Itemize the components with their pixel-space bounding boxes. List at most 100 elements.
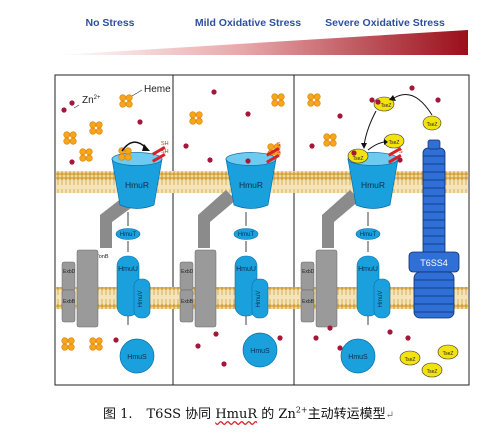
tonb-stem	[76, 249, 99, 328]
recycle-arrowhead	[384, 139, 388, 145]
hmur-label: HmuR	[239, 180, 263, 190]
sh-thiol-1	[151, 146, 166, 156]
hmur-barrel-top	[225, 152, 277, 166]
heme-molecule	[79, 148, 93, 162]
exbd-protein	[300, 261, 315, 291]
stress-gradient-wedge	[58, 30, 468, 55]
t6ss4-tip	[427, 139, 441, 150]
zinc-ion	[245, 111, 251, 117]
t6ss4-sheath-rings	[423, 155, 445, 245]
hmuu-label: HmuU	[118, 266, 138, 273]
zinc-ion	[69, 100, 75, 106]
stage-label-no-stress: No Stress	[85, 17, 134, 29]
tsez-effector	[422, 115, 442, 131]
rotation-arrowhead	[142, 144, 150, 151]
hmus-label: HmuS	[348, 354, 368, 361]
tonb-stem	[194, 249, 217, 328]
zinc-ion	[313, 335, 319, 341]
figure-number: 图 1.	[102, 407, 133, 422]
tonb-arm	[198, 190, 236, 248]
tsez-label: TseZ	[381, 103, 392, 109]
stage-label-severe: Severe Oxidative Stress	[325, 17, 445, 29]
caption-charge: 2+	[295, 405, 308, 415]
zinc-ion	[207, 157, 213, 163]
hmut-label: HmuT	[360, 232, 377, 238]
tsez-effector	[421, 362, 443, 378]
zinc-ion	[327, 325, 333, 331]
tsez-label: TseZ	[427, 122, 438, 128]
heme-molecule	[323, 133, 337, 147]
tsez-effector	[437, 344, 459, 360]
figure-caption: 图 1.T6SS 协同 HmuR 的 Zn2+主动转运模型↵	[0, 403, 497, 425]
recycle-arrow	[367, 141, 387, 151]
heme-molecule	[63, 131, 77, 145]
tsez-label: TseZ	[405, 357, 416, 363]
exbd-label: ExbD	[302, 269, 315, 275]
s-label-2: S	[277, 149, 281, 155]
zinc-ion	[405, 335, 411, 341]
heme-molecule	[119, 94, 133, 108]
panel-severe-stress: TonB ExbD ExbB HmuR S S TseZ HmuT HmuU H…	[300, 85, 460, 378]
tonb-stem	[315, 249, 338, 328]
s-label-1: S	[277, 142, 281, 148]
zinc-capture-arrowhead	[361, 143, 367, 149]
zinc-ion	[337, 113, 343, 119]
hmus-protein	[119, 338, 155, 374]
exbb-label: ExbB	[63, 299, 76, 305]
tsez-label: TseZ	[443, 351, 454, 357]
zinc-capture-arrow	[363, 110, 377, 147]
zinc-ion	[221, 361, 227, 367]
zinc-ion	[195, 343, 201, 349]
tonb-label: TonB	[96, 254, 109, 260]
sh-thiol-2	[151, 153, 166, 163]
heme-molecule	[189, 111, 203, 125]
hmur-label: HmuR	[125, 180, 149, 190]
heme-molecule	[271, 93, 285, 107]
caption-hmur: HmuR	[215, 407, 258, 422]
tsez-label: TseZ	[427, 369, 438, 375]
panel-no-stress: Zn2+ Heme TonB ExbD ExbB HmuR SH SH	[61, 84, 171, 374]
exbd-protein	[179, 261, 194, 291]
zinc-ion	[69, 159, 75, 165]
exbd-protein	[61, 261, 76, 291]
zinc-ion	[61, 107, 67, 113]
hmuv-protein	[373, 278, 391, 319]
hmur-label: HmuR	[361, 180, 385, 190]
hmuv-label: HmuV	[138, 291, 144, 308]
exbb-label: ExbB	[181, 299, 194, 305]
tsez-effector	[399, 350, 421, 366]
hmur-barrel	[111, 158, 163, 209]
t6ss4-label: T6SS4	[420, 258, 448, 268]
hmuu-label: HmuU	[236, 266, 256, 273]
hmus-protein	[242, 332, 278, 368]
tsez-label: TseZ	[353, 156, 364, 162]
exbb-label: ExbB	[302, 299, 315, 305]
caption-text-after: 主动转运模型	[307, 407, 386, 422]
hmur-barrel	[225, 158, 277, 209]
hmut-label: HmuT	[120, 232, 137, 238]
exbb-protein	[61, 289, 76, 323]
sh-label-2: SH	[161, 149, 169, 155]
paragraph-mark: ↵	[385, 410, 395, 421]
sh-label-1: SH	[161, 141, 169, 147]
t6ss4-membrane-complex	[413, 271, 455, 319]
secretion-arrowhead	[389, 95, 396, 101]
zinc-ion	[435, 97, 441, 103]
hmut-protein	[115, 228, 141, 240]
hmus-protein	[340, 338, 376, 374]
exbd-label: ExbD	[181, 269, 194, 275]
panel-mild-stress: TonB ExbD ExbB HmuR S S HmuT HmuU HmuV H…	[179, 89, 285, 368]
zinc-ion	[387, 329, 393, 335]
zinc-ion	[309, 143, 315, 149]
hmut-protein	[233, 228, 259, 240]
secretion-arrow	[393, 94, 433, 116]
exbd-label: ExbD	[63, 269, 76, 275]
t6ss4-secretion-system: T6SS4	[408, 139, 460, 319]
zinc-ion	[113, 337, 119, 343]
hmus-label: HmuS	[250, 348, 270, 355]
heme-legend-label: Heme	[144, 84, 171, 95]
zinc-ion	[137, 119, 143, 125]
heme-molecule	[61, 337, 75, 351]
hmut-label: HmuT	[238, 232, 255, 238]
